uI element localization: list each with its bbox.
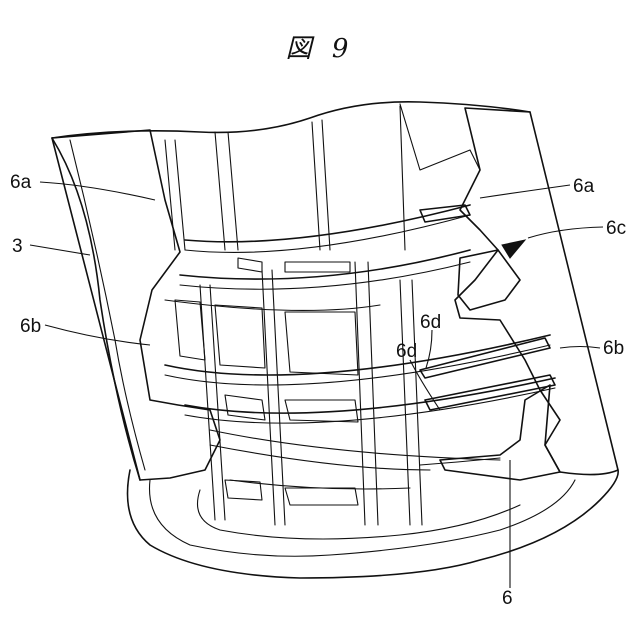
notch-6c — [458, 250, 520, 310]
label-6a-right: 6a — [573, 176, 595, 197]
label-6: 6 — [502, 588, 513, 609]
bottom-frame — [128, 470, 619, 578]
housing-left-wall — [52, 130, 220, 480]
arrow-6c-icon — [502, 240, 525, 258]
housing-right-wall — [400, 104, 618, 475]
label-6d-upper: 6d — [420, 312, 441, 333]
label-6b-right: 6b — [603, 338, 624, 359]
grid-vertical-ribs — [165, 106, 422, 525]
label-6a-left: 6a — [10, 172, 32, 193]
label-6d-lower: 6d — [396, 341, 417, 362]
label-6c: 6c — [606, 218, 626, 239]
label-6b-left: 6b — [20, 316, 41, 337]
label-3: 3 — [12, 236, 23, 257]
